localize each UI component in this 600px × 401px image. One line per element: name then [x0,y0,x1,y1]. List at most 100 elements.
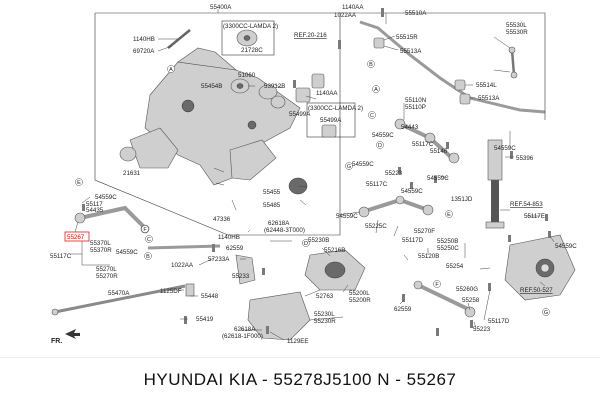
label-55117: 55117 [86,201,103,208]
bracket-55448 [185,283,195,297]
label-54443: 54443 [401,124,419,131]
label-62559-b: 62559 [394,306,412,313]
label-55499A-a: 55499A [289,111,311,118]
label-62618A: 62618A [268,220,290,227]
badge-D2: D [302,239,310,247]
label-55485: 55485 [263,202,281,209]
label-21728C: 21728C [241,47,263,54]
svg-text:C: C [370,113,374,119]
badge-C: C [368,111,376,119]
callout-badges: A G B A C D E F C B D E F G [75,60,550,316]
knuckle [504,234,576,301]
label-3300cc-b: (3300CC-LAMDA 2) [308,105,363,112]
label-55223-b: 55223 [473,326,491,333]
label-1129EE: 1129EE [287,338,309,345]
upper-arm-55110 [394,118,460,164]
label-55270L: 55270L [96,266,117,273]
label-55258: 55258 [462,297,480,304]
bushing-21631 [119,146,137,162]
part-number-footer: HYUNDAI KIA - 55278J5100 N - 55267 [0,357,600,401]
badge-F2: F [433,280,441,288]
label-62559-a: 62559 [226,245,244,252]
label-55260G: 55260G [456,286,478,293]
svg-text:D: D [304,241,308,247]
label-55370L: 55370L [90,240,111,247]
label-55120B: 55120B [418,253,439,260]
lower-arm-55200 [304,249,366,291]
ref-54-853: REF.54-853 [510,201,543,208]
assist-arm-55250 [413,280,476,318]
leader-lines [70,9,555,341]
svg-text:B: B [146,254,150,260]
label-54559C-e: 54559C [427,175,449,182]
svg-text:A: A [374,87,378,93]
label-55400A: 55400A [210,4,232,11]
label-54559C-c: 54559C [352,161,374,168]
label-55514L: 55514L [476,82,497,89]
label-1125DF: 1125DF [160,288,182,295]
badge-E: E [75,178,83,186]
label-47336: 47336 [213,216,231,223]
front-arrow-icon [65,329,80,339]
label-52763: 52763 [316,293,334,300]
label-55270F: 55270F [414,228,435,235]
bushing-55454B [258,84,286,109]
badge-B: B [367,60,375,68]
label-55515R: 55515R [396,34,418,41]
bushing-51060 [230,78,250,94]
footer-part-number-text: HYUNDAI KIA - 55278J5100 N - 55267 [143,370,457,389]
stabilizer-link-55530 [508,46,518,79]
stabilizer-bar-55510A [359,20,546,114]
svg-text:E: E [447,212,451,218]
label-62618: (62618-1F000) [222,333,263,340]
label-55270R: 55270R [96,273,118,280]
badge-G2: G [542,308,550,316]
ref-50-527: REF.50-527 [520,287,553,294]
label-55223: 55223 [385,170,403,177]
label-55200R: 55200R [349,297,371,304]
bushing-53912B [311,73,325,89]
label-54559C-h: 54559C [116,249,138,256]
link-55470A [51,284,186,316]
svg-text:D: D [378,143,382,149]
badge-F: F [141,225,149,233]
svg-text:G: G [347,164,351,170]
label-55250C: 55250C [437,245,459,252]
svg-text:G: G [544,310,548,316]
label-55530R: 55530R [506,29,528,36]
label-fr: FR. [51,338,62,345]
label-55110N: 55110N [405,97,426,104]
label-55225C: 55225C [365,223,387,230]
label-55448: 55448 [201,293,219,300]
label-54559C-d: 54559C [401,188,423,195]
label-55499A-b: 55499A [320,117,342,124]
label-55117D-b: 55117D [488,318,510,325]
svg-text:E: E [77,180,81,186]
label-54559C-b: 54559C [494,145,516,152]
label-62618A-b: 62618A [234,326,256,333]
bolt-1140HB [167,29,191,49]
label-55230L: 55230L [314,311,335,318]
label-55396: 55396 [516,155,534,162]
label-55254: 55254 [446,263,464,270]
subframe-crossmember [129,47,301,186]
label-1022AA-top: 1022AA [334,12,357,19]
label-3300cc-a: (3300CC-LAMDA 2) [223,23,278,30]
label-55110P: 55110P [405,104,426,111]
label-1351JD: 1351JD [451,196,473,203]
label-55510A: 55510A [405,10,427,17]
label-62448: (62448-3T000) [264,227,305,234]
label-51060: 51060 [238,72,256,79]
label-54435: 54435 [86,207,104,214]
label-1140HB: 1140HB [133,36,155,43]
label-55230R: 55230R [314,318,336,325]
label-55200L: 55200L [349,290,370,297]
spring-pad-55230 [247,291,311,341]
fasteners [82,8,551,336]
badge-E2: E [445,210,453,218]
inset-box-bushing [221,20,275,56]
label-55117C-c: 55117C [50,253,72,260]
label-55370R: 55370R [90,247,112,254]
label-1022AA-b: 1022AA [171,262,194,269]
svg-text:A: A [169,67,173,73]
